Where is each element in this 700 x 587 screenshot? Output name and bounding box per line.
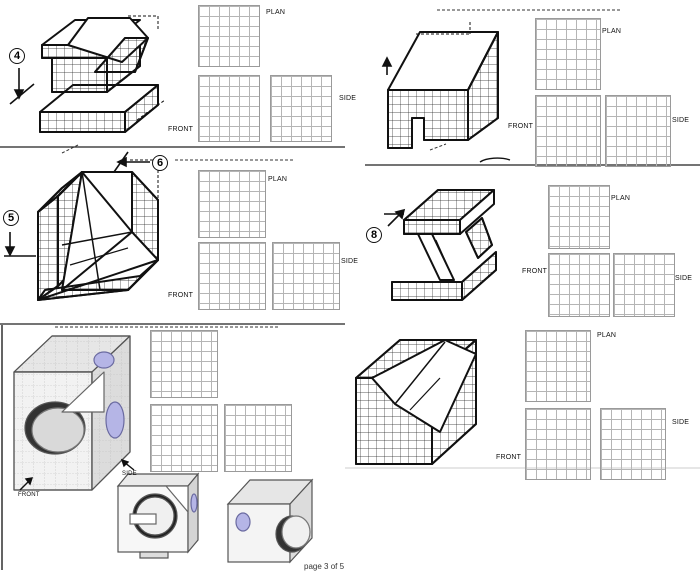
plan-grid-8: [548, 185, 610, 249]
side-label-right-top: SIDE: [672, 117, 690, 124]
object-5: [37, 159, 159, 301]
front-label-4: FRONT: [168, 126, 194, 133]
object-3d-cube: [13, 335, 131, 491]
plan-label-right-top: PLAN: [602, 28, 622, 35]
object-right-bottom: [355, 339, 477, 465]
side-grid-right-bottom: [600, 408, 666, 480]
view-arrow-8: [384, 208, 406, 227]
front-label-right-bottom: FRONT: [496, 454, 522, 461]
side-label-8: SIDE: [675, 275, 693, 282]
side-grid-4: [270, 75, 332, 142]
front-grid-right-bottom: [525, 408, 591, 480]
object-right-top: [387, 22, 511, 163]
side-grid-5: [272, 242, 340, 310]
plan-label-4: PLAN: [266, 9, 286, 16]
plan-label-8: PLAN: [611, 195, 631, 202]
front-grid-3d: [150, 404, 218, 472]
page-indicator: page 3 of 5: [304, 562, 345, 571]
plan-grid-5: [198, 170, 266, 238]
side-label-right-bottom: SIDE: [672, 419, 690, 426]
front-grid-5: [198, 242, 266, 310]
plan-label-right-bottom: PLAN: [597, 332, 617, 339]
view-arrow-4: [9, 68, 35, 105]
problem-number-4: 4: [9, 48, 25, 64]
side-grid-3d: [224, 404, 292, 472]
front-label-right-top: FRONT: [508, 123, 534, 130]
front-label-8: FRONT: [522, 268, 548, 275]
front-label-3d: FRONT: [18, 492, 40, 498]
plan-grid-right-top: [535, 18, 601, 90]
small-view-b: [226, 478, 314, 564]
view-arrow-5: [4, 232, 36, 257]
dashed-guides: [55, 9, 620, 328]
plan-label-5: PLAN: [268, 176, 288, 183]
view-arrows-3d: [19, 458, 135, 491]
view-arrow-right-top: [381, 56, 393, 75]
side-label-3d: SIDE: [122, 471, 137, 477]
problem-number-6: 6: [152, 155, 168, 171]
front-label-5: FRONT: [168, 292, 194, 299]
small-view-a: [116, 472, 200, 559]
problem-number-5: 5: [3, 210, 19, 226]
side-label-4: SIDE: [339, 95, 357, 102]
side-label-5: SIDE: [341, 258, 359, 265]
plan-grid-3d: [150, 330, 218, 398]
front-grid-right-top: [535, 95, 601, 167]
side-grid-right-top: [605, 95, 671, 167]
front-grid-8: [548, 253, 610, 317]
problem-number-8: 8: [366, 227, 382, 243]
plan-grid-right-bottom: [525, 330, 591, 402]
side-grid-8: [613, 253, 675, 317]
object-4: [39, 15, 166, 133]
plan-grid-4: [198, 5, 260, 67]
view-arrow-6: [113, 151, 150, 173]
object-8: [391, 189, 497, 301]
front-grid-4: [198, 75, 260, 142]
